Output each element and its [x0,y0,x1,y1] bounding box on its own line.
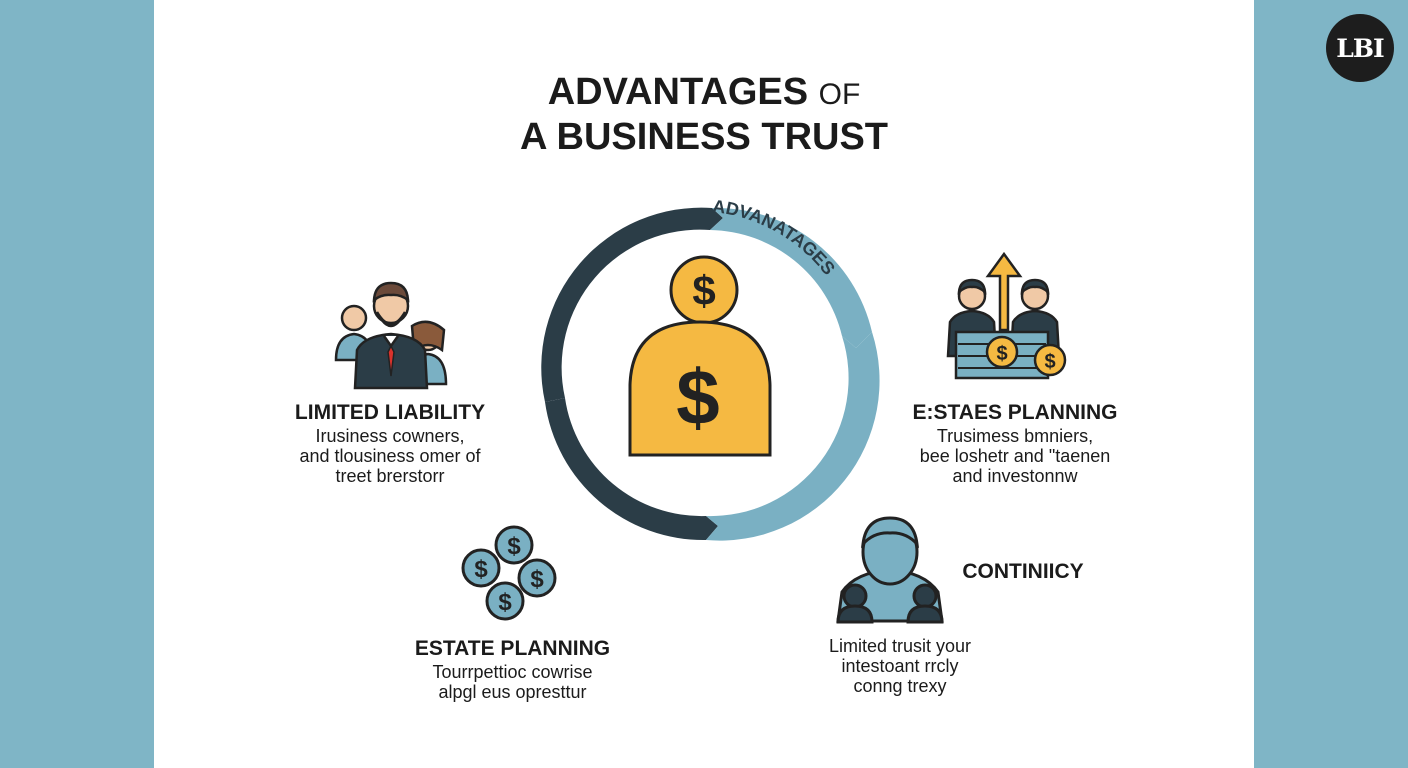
block-line: bee loshetr and "taenen [919,446,1111,466]
money-bag-icon: $ $ [628,255,772,457]
block-description: Tourrpettioc cowrise alpgl eus opresttur [400,662,625,702]
svg-text:$: $ [996,343,1007,365]
block-heading: CONTINIICY [962,560,1084,583]
block-continuity-description: Limited trusit your intestoant rrcly con… [800,636,1000,696]
block-continuity-heading: CONTINIICY [948,559,1098,585]
block-line: Limited trusit your [828,636,972,656]
title-line-2: A BUSINESS TRUST [519,116,889,158]
block-line: alpgl eus opresttur [438,682,587,702]
block-estaes-planning: E:STAES PLANNING Trusimess bmniers, bee … [895,400,1135,486]
block-heading: E:STAES PLANNING [912,401,1118,424]
ring-segment-light-bottom [706,332,880,541]
ring-segment-dark-bottom [545,398,718,541]
block-line: treet brerstorr [335,466,445,486]
block-line: Irusiness cowners, [315,426,465,446]
block-line: intestoant rrcly [841,656,959,676]
block-heading: LIMITED LIABILITY [294,401,486,424]
block-line: and investonnw [952,466,1078,486]
title-line-1: ADVANTAGES OF [0,70,1408,117]
block-description: Trusimess bmniers, bee loshetr and "taen… [895,426,1135,486]
investors-growth-icon: $ $ [946,251,1067,380]
ring-segment-dark-top [541,207,723,402]
block-line: conng trexy [853,676,947,696]
svg-text:$: $ [676,353,719,441]
block-line: and tlousiness omer of [299,446,481,466]
title-word-advantages: ADVANTAGES [547,71,809,113]
svg-text:$: $ [507,533,521,560]
block-limited-liability: LIMITED LIABILITY Irusiness cowners, and… [280,400,500,486]
person-group-icon [836,516,944,624]
coins-icon: $ $ $ $ [461,525,557,621]
ring-segment-light-top [710,207,872,348]
block-line: Trusimess bmniers, [936,426,1094,446]
people-group-icon [334,281,448,390]
svg-text:$: $ [1044,351,1055,373]
block-description: Limited trusit your intestoant rrcly con… [800,636,1000,696]
block-line: Tourrpettioc cowrise [432,662,593,682]
lbi-logo: LBI [1326,14,1394,82]
block-estate-planning: ESTATE PLANNING Tourrpettioc cowrise alp… [400,636,625,702]
svg-text:$: $ [530,566,544,593]
block-description: Irusiness cowners, and tlousiness omer o… [280,426,500,486]
svg-text:$: $ [692,267,715,314]
svg-text:$: $ [498,589,512,616]
svg-text:$: $ [474,556,488,583]
block-heading: ESTATE PLANNING [414,637,611,660]
title-word-of: OF [818,78,861,111]
